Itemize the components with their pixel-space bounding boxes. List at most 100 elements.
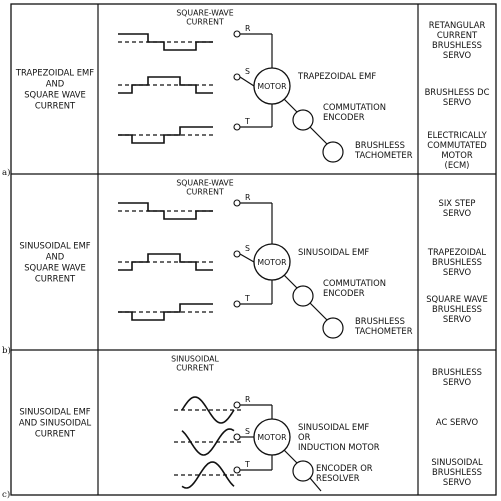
row-description: AND: [46, 79, 64, 89]
encoder-label: RESOLVER: [316, 473, 360, 483]
row-description: CURRENT: [35, 101, 76, 111]
current-label: SQUARE-WAVE: [176, 179, 233, 188]
emf-label: SINUSOIDAL EMF: [298, 247, 369, 257]
servo-name: BRUSHLESS: [432, 40, 482, 50]
shaft-link: [309, 477, 322, 492]
phase-letter: S: [245, 67, 250, 76]
servo-name: AC SERVO: [436, 417, 479, 427]
phase-waveform-S: S: [118, 244, 255, 271]
servo-name: BRUSHLESS DC: [425, 87, 490, 97]
row-description: AND: [46, 252, 64, 262]
servo-name: (ECM): [445, 160, 470, 170]
emf-label: SINUSOIDAL EMF: [298, 422, 369, 432]
phase-terminal: [233, 73, 241, 81]
phase-terminal: [233, 30, 241, 38]
servo-name: SERVO: [443, 50, 472, 60]
phase-waveform-R: R: [174, 395, 273, 424]
servo-name: BRUSHLESS: [432, 467, 482, 477]
phase-terminal: [233, 123, 241, 131]
phase-waveform-R: R: [118, 193, 273, 244]
phase-waveform-T: T: [118, 104, 273, 144]
phase-letter: R: [245, 193, 251, 202]
servo-name: SERVO: [443, 314, 472, 324]
servo-name: SERVO: [443, 267, 472, 277]
tachometer-circle: [322, 317, 344, 339]
servo-name: SQUARE WAVE: [426, 294, 488, 304]
row-description: CURRENT: [35, 429, 76, 439]
servo-name: SERVO: [443, 97, 472, 107]
current-waveform: [118, 253, 213, 271]
encoder-label: ENCODER: [323, 112, 365, 122]
current-waveform: [181, 461, 235, 489]
current-waveform: [118, 303, 213, 321]
servo-name: RETANGULAR: [429, 20, 486, 30]
current-waveform: [118, 202, 213, 220]
encoder-circle: [292, 285, 314, 307]
emf-label: TRAPEZOIDAL EMF: [297, 71, 376, 81]
encoder-circle: [292, 109, 314, 131]
motor-circle: [253, 418, 291, 456]
current-label: CURRENT: [186, 188, 224, 197]
servo-name: SIX STEP: [439, 198, 476, 208]
phase-waveform-T: T: [118, 280, 273, 321]
servo-name: SERVO: [443, 208, 472, 218]
servo-name: CURRENT: [437, 30, 478, 40]
tachometer-circle: [322, 141, 344, 163]
current-label: SINUSOIDAL: [171, 355, 219, 364]
encoder-label: ENCODER OR: [316, 463, 373, 473]
wire: [239, 76, 255, 87]
current-label: CURRENT: [186, 18, 224, 27]
encoder-label: COMMUTATION: [323, 102, 386, 112]
shaft-link: [283, 449, 298, 464]
current-waveform: [118, 33, 213, 51]
servo-name: SERVO: [443, 477, 472, 487]
servo-name: BRUSHLESS: [432, 304, 482, 314]
current-waveform: [118, 126, 213, 144]
phase-waveform-T: T: [174, 455, 273, 489]
phase-letter: R: [245, 24, 251, 33]
phase-terminal: [233, 250, 241, 258]
current-label: SQUARE-WAVE: [176, 9, 233, 18]
row-label: b): [2, 345, 11, 356]
phase-terminal: [233, 401, 241, 409]
row-description: CURRENT: [35, 274, 76, 284]
current-waveform: [181, 396, 235, 424]
servo-name: MOTOR: [441, 150, 473, 160]
row-description: TRAPEZOIDAL EMF: [15, 68, 94, 78]
current-waveform: [181, 428, 235, 456]
servo-name: COMMUTATED: [427, 140, 486, 150]
row-description: SINUSOIDAL EMF: [19, 241, 90, 251]
row-label: a): [2, 167, 10, 178]
row-label: c): [2, 489, 10, 500]
encoder-label: COMMUTATION: [323, 278, 386, 288]
phase-letter: S: [245, 427, 250, 436]
shaft-link: [309, 126, 328, 145]
servo-name: BRUSHLESS: [432, 257, 482, 267]
row-description: SINUSOIDAL EMF: [19, 407, 90, 417]
wire: [239, 253, 255, 263]
phase-terminal: [233, 433, 241, 441]
servo-name: BRUSHLESS: [432, 367, 482, 377]
motor-label: MOTOR: [257, 258, 287, 267]
tachometer-label: TACHOMETER: [354, 150, 413, 160]
current-label: CURRENT: [176, 364, 214, 373]
phase-letter: S: [245, 244, 250, 253]
motor-circle: [253, 67, 291, 105]
phase-letter: T: [244, 294, 250, 303]
tachometer-label: TACHOMETER: [354, 326, 413, 336]
phase-terminal: [233, 466, 241, 474]
current-waveform: [118, 76, 213, 94]
encoder-label: ENCODER: [323, 288, 365, 298]
shaft-link: [283, 274, 298, 289]
tachometer-label: BRUSHLESS: [355, 316, 405, 326]
phase-waveform-R: R: [118, 24, 273, 68]
row-description: AND SINUSOIDAL: [19, 418, 92, 428]
servo-name: SERVO: [443, 377, 472, 387]
phase-waveform-S: S: [174, 427, 254, 456]
row-description: SQUARE WAVE: [24, 90, 86, 100]
shaft-link: [283, 98, 298, 113]
